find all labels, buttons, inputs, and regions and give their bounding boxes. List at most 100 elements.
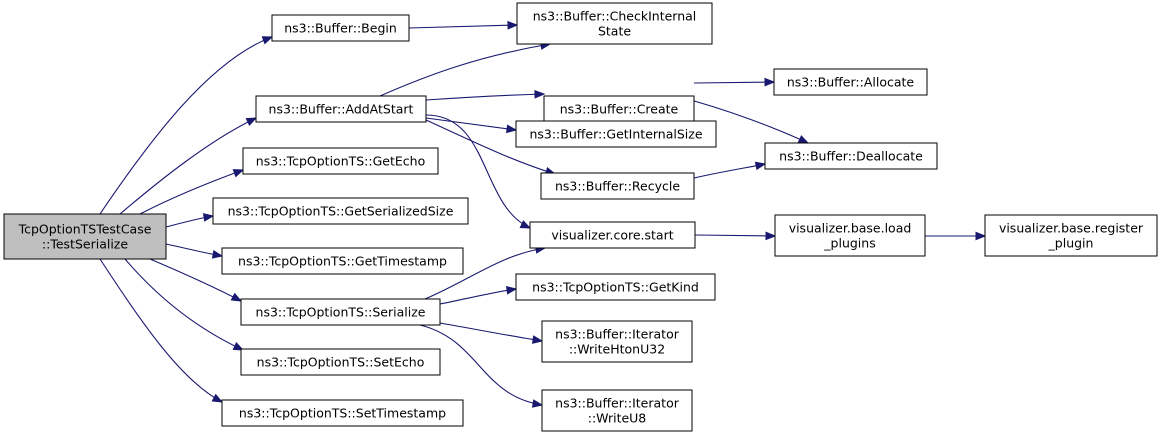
node-box[interactable] <box>240 348 441 376</box>
arrow-head-icon <box>505 286 518 295</box>
arrow-head-icon <box>534 89 546 99</box>
edge-line <box>379 43 551 97</box>
node-set-timestamp[interactable]: ns3::TcpOptionTS::SetTimestamp <box>221 399 464 427</box>
node-label-line: TcpOptionTSTestCase <box>18 222 152 237</box>
node-box[interactable] <box>3 213 167 260</box>
node-box[interactable] <box>271 14 410 42</box>
node-write-hton-u32[interactable]: ns3::Buffer::Iterator::WriteHtonU32 <box>541 320 693 363</box>
node-get-timestamp[interactable]: ns3::TcpOptionTS::GetTimestamp <box>221 247 464 275</box>
node-label-line: ns3::TcpOptionTS::GetKind <box>532 280 699 295</box>
node-label-line: ns3::TcpOptionTS::Serialize <box>256 305 426 320</box>
edge-root-to-add_at_start <box>119 117 258 215</box>
node-label-line: ns3::Buffer::Recycle <box>555 179 680 194</box>
node-recycle[interactable]: ns3::Buffer::Recycle <box>540 172 695 200</box>
arrow-head-icon <box>232 342 245 351</box>
node-label-line: ns3::Buffer::AddAtStart <box>269 102 414 117</box>
node-get-serialized-size[interactable]: ns3::TcpOptionTS::GetSerializedSize <box>212 197 469 225</box>
node-box[interactable] <box>541 320 693 363</box>
edge-line <box>693 163 766 179</box>
edge-line <box>424 247 546 300</box>
node-box[interactable] <box>240 298 441 326</box>
arrow-head-icon <box>211 250 224 259</box>
edge-root-to-begin <box>99 36 274 215</box>
node-register-plugin[interactable]: visualizer.base.register_plugin <box>984 214 1158 257</box>
edge-line <box>419 324 543 406</box>
edge-line <box>425 114 531 229</box>
node-load-plugins[interactable]: visualizer.base.load_plugins <box>774 214 926 257</box>
edge-recycle-to-deallocate <box>693 161 767 179</box>
edge-root-to-set_timestamp <box>99 258 224 403</box>
node-begin[interactable]: ns3::Buffer::Begin <box>271 14 410 42</box>
edge-line <box>425 93 545 101</box>
node-label-line: visualizer.core.start <box>551 228 673 243</box>
edge-line <box>425 117 517 131</box>
node-label-line: ::WriteU8 <box>588 411 647 426</box>
node-box[interactable] <box>255 95 427 123</box>
node-box[interactable] <box>543 95 695 123</box>
node-box[interactable] <box>541 389 693 432</box>
node-label-line: _plugin <box>1048 236 1094 251</box>
node-write-u8[interactable]: ns3::Buffer::Iterator::WriteU8 <box>541 389 693 432</box>
node-get-kind[interactable]: ns3::TcpOptionTS::GetKind <box>515 273 716 301</box>
edge-serialize-to-write_hton_u32 <box>439 322 544 344</box>
node-box[interactable] <box>221 399 464 427</box>
edge-line <box>425 119 556 175</box>
node-box[interactable] <box>774 214 926 257</box>
node-box[interactable] <box>764 142 938 170</box>
edge-add_at_start-to-check_internal_state <box>379 41 552 97</box>
node-label-line: ns3::Buffer::GetInternalSize <box>529 127 702 142</box>
edge-root-to-get_timestamp <box>165 243 224 259</box>
node-set-echo[interactable]: ns3::TcpOptionTS::SetEcho <box>240 348 441 376</box>
node-label-line: ns3::TcpOptionTS::GetTimestamp <box>238 254 447 269</box>
node-label-line: ns3::Buffer::CheckInternal <box>533 9 697 24</box>
node-get-internal-size[interactable]: ns3::Buffer::GetInternalSize <box>515 120 717 148</box>
node-box[interactable] <box>529 221 696 249</box>
arrow-head-icon <box>230 292 243 302</box>
node-root[interactable]: TcpOptionTSTestCase::TestSerialize <box>3 213 167 260</box>
edge-line <box>124 258 244 351</box>
arrow-head-icon <box>975 231 987 241</box>
node-deallocate[interactable]: ns3::Buffer::Deallocate <box>764 142 938 170</box>
node-label-line: ns3::Buffer::Iterator <box>555 396 680 411</box>
node-box[interactable] <box>242 147 439 175</box>
node-label-line: ns3::TcpOptionTS::SetTimestamp <box>239 406 446 421</box>
arrow-head-icon <box>797 135 810 144</box>
arrow-head-icon <box>232 169 245 178</box>
edge-root-to-set_echo <box>124 258 245 351</box>
node-label-line: _plugins <box>823 236 875 251</box>
node-box[interactable] <box>212 197 469 225</box>
node-box[interactable] <box>540 172 695 200</box>
node-core-start[interactable]: visualizer.core.start <box>529 221 696 249</box>
arrow-head-icon <box>202 213 215 222</box>
node-box[interactable] <box>984 214 1158 257</box>
edge-serialize-to-write_u8 <box>419 324 544 408</box>
arrow-head-icon <box>261 36 274 45</box>
arrow-head-icon <box>531 335 544 344</box>
edge-line <box>99 258 223 403</box>
node-label-line: ns3::TcpOptionTS::GetSerializedSize <box>228 204 454 219</box>
node-get-echo[interactable]: ns3::TcpOptionTS::GetEcho <box>242 147 439 175</box>
node-label-line: ns3::Buffer::Allocate <box>787 75 915 90</box>
node-box[interactable] <box>221 247 464 275</box>
node-box[interactable] <box>773 68 928 96</box>
node-label-line: ns3::TcpOptionTS::SetEcho <box>257 355 425 370</box>
edge-core_start-to-load_plugins <box>694 231 777 241</box>
arrow-head-icon <box>211 393 224 403</box>
arrow-head-icon <box>754 161 767 171</box>
node-allocate[interactable]: ns3::Buffer::Allocate <box>773 68 928 96</box>
node-add-at-start[interactable]: ns3::Buffer::AddAtStart <box>255 95 427 123</box>
node-label-line: ::WriteHtonU32 <box>569 342 665 357</box>
node-serialize[interactable]: ns3::TcpOptionTS::Serialize <box>240 298 441 326</box>
node-box[interactable] <box>515 120 717 148</box>
node-box[interactable] <box>516 2 713 45</box>
edge-line <box>693 81 775 84</box>
arrow-head-icon <box>506 124 518 134</box>
edge-line <box>408 24 518 29</box>
edge-root-to-serialize <box>149 258 243 302</box>
node-box[interactable] <box>515 273 716 301</box>
node-label-line: ns3::Buffer::Iterator <box>555 327 680 342</box>
edge-line <box>99 36 273 215</box>
node-create[interactable]: ns3::Buffer::Create <box>543 95 695 123</box>
